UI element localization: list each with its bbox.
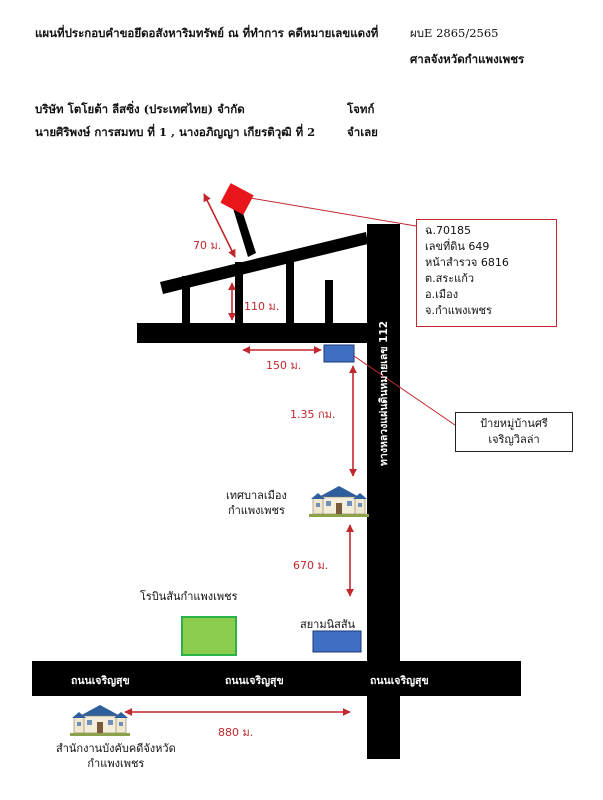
sign-leader-line [353,355,456,426]
village-sign-box: ป้ายหมู่บ้านศรี เจริญวิลล่า [455,412,573,452]
distance-label-70: 70 ม. [193,239,222,252]
sign-line: ป้ายหมู่บ้านศรี [480,417,548,430]
plaintiff-role: โจทก์ [347,102,375,116]
document-title: แผนที่ประกอบคำขอยึดอสังหาริมทรัพย์ ณ ที่… [35,26,379,40]
distance-label-110: 110 ม. [244,300,280,313]
property-line: อ.เมือง [425,288,459,301]
property-info-box: ฉ.70185 เลขที่ดิน 649 หน้าสำรวจ 6816 ต.ส… [416,219,557,327]
siam-nissan-label: สยามนิสสัน [300,618,356,631]
case-number: ผบE 2865/2565 [410,26,499,40]
soi-4 [325,280,333,325]
municipality-label-line: กำแพงเพชร [227,504,285,517]
diagonal-soi-road [160,232,368,294]
village-sign-marker [323,344,355,363]
property-line: เลขที่ดิน 649 [425,240,490,253]
distance-label-670: 670 ม. [293,559,329,572]
distance-label-135: 1.35 กม. [290,408,336,421]
court-office-label-line: สำนักงานบังคับคดีจังหวัด [56,742,176,755]
property-line: หน้าสำรวจ 6816 [425,256,509,269]
property-line: ต.สระแก้ว [425,272,475,285]
defendant-role: จำเลย [347,125,378,139]
soi-2 [235,262,243,325]
plaintiff-name: บริษัท โตโยต้า ลีสซิ่ง (ประเทศไทย) จำกัด [35,102,245,116]
property-line: ฉ.70185 [425,224,471,237]
sign-line: เจริญวิลล่า [488,433,540,446]
municipality-building-icon [308,485,370,518]
distance-label-150: 150 ม. [266,359,302,372]
court-office-label-line: กำแพงเพชร [87,757,145,770]
soi-3 [286,252,294,325]
property-marker [220,183,254,215]
distance-arrow-70 [203,193,236,258]
court-office-label: สำนักงานบังคับคดีจังหวัด กำแพงเพชร [56,741,176,771]
property-leader-line [249,197,417,227]
road-label-left: ถนนเจริญสุข [71,675,130,687]
road-label-right: ถนนเจริญสุข [370,675,429,687]
soi-1 [182,276,190,325]
court-name: ศาลจังหวัดกำแพงเพชร [410,52,525,66]
robinson-marker [181,616,237,656]
robinson-label: โรบินสันกำแพงเพชร [140,590,238,603]
defendant-names: นายศิริพงษ์ การสมทบ ที่ 1 , นางอภิญญา เก… [35,125,316,139]
property-line: จ.กำแพงเพชร [425,304,492,317]
municipality-label-line: เทศบาลเมือง [226,489,287,502]
siam-nissan-marker [312,630,362,653]
road-label-center: ถนนเจริญสุข [225,675,284,687]
highway-label: ทางหลวงแผ่นดินหมายเลข 112 [378,321,390,466]
municipality-label: เทศบาลเมือง กำแพงเพชร [226,488,287,518]
distance-label-880: 880 ม. [218,726,254,739]
village-main-road [137,323,369,343]
charoensuk-road [32,661,521,696]
branch-road [232,201,256,257]
court-office-building-icon [69,704,131,737]
